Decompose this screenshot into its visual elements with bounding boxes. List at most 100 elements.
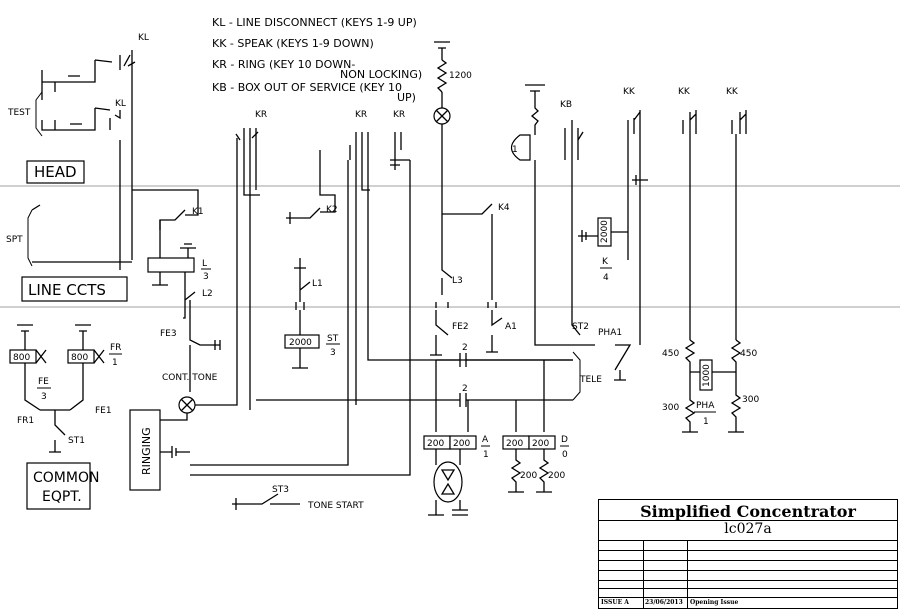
ringing-label: RINGING [140,427,153,475]
fr-coil-value: 800 [71,353,88,363]
l-relay-num: L [202,259,207,269]
kb-switch: 1 KB ST2 [510,84,595,346]
st3-tone-start: ST3 TONE START [232,485,364,511]
kk-2-label: KK [678,87,691,97]
tele-label: TELE [579,375,602,385]
st3-label: ST3 [272,485,289,495]
kr-switch-2-3: KR KR [190,110,573,476]
test-jack: TEST [7,59,113,137]
kr-switch-1: KR [195,110,267,410]
kk-1-label: KK [623,87,636,97]
k1-relay: K1 L 3 [132,189,211,286]
a-relay-coils: 200 200 A 1 [423,435,490,516]
d-relay-den: 0 [562,450,568,460]
legend-kk: KK - SPEAK (KEYS 1-9 DOWN) [212,37,374,50]
kk-switch-1: KK 2000 K 4 [578,87,648,345]
l2-contact: L2 [183,272,213,319]
fr-relay-den: 1 [112,358,118,368]
k2-label: K2 [326,205,338,215]
test-label: TEST [7,108,31,118]
pha-relay-num: PHA [696,401,715,411]
lamp-1200-column: 1200 K4 L3 FE2 A1 [430,41,517,356]
ringing-generator: RINGING [129,409,190,491]
cap-1-label: 2 [462,343,468,353]
kl-mid-label: KL [115,99,126,109]
issue-description: Opening Issue [690,599,739,606]
kr-1-label: KR [255,110,267,120]
r450-b-value: 450 [740,349,757,359]
cont-tone-label: CONT. TONE [162,373,218,383]
legend-kb-line2: UP) [397,91,416,104]
fe-relay-num: FE [38,377,49,387]
kk-switch-2-3: KK KK [678,87,747,340]
st-coil-value: 2000 [289,338,312,348]
a-coil-1-value: 200 [427,439,444,449]
k4-label: K4 [498,203,510,213]
d-coil-2-value: 200 [532,439,549,449]
drawing-title: Simplified Concentrator [640,502,856,521]
k-relay-den: 4 [603,273,609,283]
kr-2-label: KR [355,110,367,120]
r450-a-value: 450 [662,349,679,359]
l1-label: L1 [312,279,323,289]
issue-date: 23/06/2013 [645,599,683,606]
d-relay-coils: 200 200 D 0 200 200 [502,435,569,493]
tele-circuit: 2 2 TELE [256,343,602,432]
section-line-ccts-label: LINE CCTS [28,281,106,299]
a-coil-2-value: 200 [453,439,470,449]
tone-start-label: TONE START [307,501,364,511]
pha-relay-den: 1 [703,417,709,427]
fe-coil-value: 800 [13,353,30,363]
r300-b-value: 300 [742,395,759,405]
pha-coil-value: 1000 [702,364,712,387]
kb-label: KB [560,100,572,110]
r1200-label: 1200 [449,71,472,81]
drawing-code: lc027a [724,521,772,537]
k-coil-value: 2000 [600,220,610,243]
l3-label: L3 [452,276,463,286]
fe3-label: FE3 [160,329,177,339]
legend-kr-line1: KR - RING (KEY 10 DOWN- [212,58,355,71]
d-relay-num: D [561,435,568,445]
fe-relay-den: 3 [41,392,47,402]
fr-fe-relays: 800 800 FR 1 FE 3 FR1 FE1 ST1 [9,324,122,453]
fe2-label: FE2 [452,322,469,332]
l1-st-relay: L1 2000 ST 3 [284,258,340,369]
section-line-ccts: LINE CCTS [21,276,128,302]
st-relay-num: ST [327,334,339,344]
l-relay-den: 3 [203,272,209,282]
legend-kb-line1: KB - BOX OUT OF SERVICE (KEY 10 [212,81,402,94]
fr-relay-num: FR [110,343,121,353]
a-relay-den: 1 [483,450,489,460]
title-block: Simplified Concentrator lc027a ISSUE A 2… [598,499,898,609]
fe3-contact: FE3 CONT. TONE [160,318,221,414]
section-common-eqpt: COMMON EQPT. [26,462,99,510]
section-dividers [0,185,900,308]
section-common-label-1: COMMON [33,470,99,486]
svg-text:1: 1 [512,145,518,155]
d-res-2-value: 200 [548,471,565,481]
section-head: HEAD [26,160,85,184]
d-res-1-value: 200 [520,471,537,481]
spt-jack: SPT [6,204,132,267]
fr1-label: FR1 [17,416,34,426]
kl-switch-group: KL KL [109,33,149,270]
st2-label: ST2 [572,322,589,332]
st-relay-den: 3 [330,348,336,358]
d-coil-1-value: 200 [506,439,523,449]
cap-2-label: 2 [462,384,468,394]
r300-a-value: 300 [662,403,679,413]
a-relay-num: A [482,435,489,445]
kr-3-label: KR [393,110,405,120]
kk-3-label: KK [726,87,739,97]
k2-relay-contact: K2 [286,150,338,224]
st1-label: ST1 [68,436,85,446]
spt-label: SPT [6,235,23,245]
fe1-label: FE1 [95,406,112,416]
pha-relay: PHA1 450 450 300 300 1000 PHA 1 [598,328,759,433]
k-relay-num: K [602,257,609,267]
section-head-label: HEAD [34,163,77,181]
l2-label: L2 [202,289,213,299]
legend-kl: KL - LINE DISCONNECT (KEYS 1-9 UP) [212,16,417,29]
